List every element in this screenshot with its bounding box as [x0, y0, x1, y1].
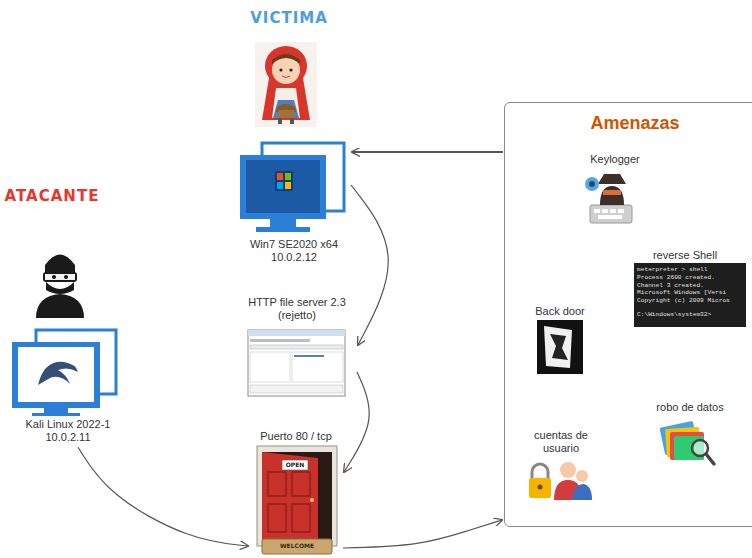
connector-arrow [352, 151, 503, 153]
terminal-line: Channel 3 created. [637, 282, 743, 290]
connector-arrow [344, 372, 369, 472]
threats-panel: AmenazasKeylogger reverse ShellBack door r… [504, 102, 752, 527]
role-label: VICTIMA [241, 9, 337, 27]
attacker-computer [12, 330, 116, 416]
door-mat: WELCOME [264, 542, 330, 549]
terminal-line: Process 2600 created. [637, 274, 743, 282]
data-theft-icon [659, 421, 714, 464]
threat-item: Keylogger [575, 153, 655, 224]
node-label: robo de datos [635, 401, 745, 414]
attacker-figure [36, 255, 84, 319]
node-label: Puerto 80 / tcp [251, 430, 341, 443]
terminal-line: Copyright (c) 2009 Micros [637, 297, 743, 305]
door-picture [257, 446, 337, 554]
node-label: cuentas de usuario [531, 429, 591, 454]
connector-arrow [351, 185, 388, 345]
threat-item: reverse Shell [627, 249, 743, 264]
node-label: reverse Shell [629, 249, 741, 262]
terminal-line: C:\Windows\system32> [637, 311, 743, 319]
node-label: Kali Linux 2022-1 [9, 418, 127, 431]
port-door: Puerto 80 / tcp [250, 430, 342, 557]
node-label: Win7 SE2020 x64 [239, 238, 349, 251]
victim-figure [255, 42, 317, 127]
terminal-screenshot: meterpreter > shellProcess 2600 created.… [634, 263, 746, 327]
backdoor-icon [537, 320, 583, 374]
threat-item: robo de datos [633, 401, 747, 464]
panel-title: Amenazas [535, 113, 735, 134]
keylogger-icon [585, 174, 632, 223]
node-label: Keylogger [576, 153, 654, 166]
node-label: 10.0.2.11 [9, 431, 127, 444]
threat-item: cuentas de usuario [523, 429, 599, 500]
connector-arrow [78, 447, 248, 546]
user-accounts-icon [529, 462, 592, 500]
victim-computer [240, 143, 344, 232]
victim-computer: Win7 SE2020 x6410.0.2.12 [238, 140, 350, 265]
node-label: HTTP file server 2.3 (rejetto) [241, 296, 353, 321]
role-label: ATACANTE [2, 187, 102, 205]
threat-item: Back door [517, 305, 603, 374]
terminal-line: Microsoft Windows [Versi [637, 289, 743, 297]
terminal-line: meterpreter > shell [637, 266, 743, 274]
door-sign: OPEN [282, 461, 308, 468]
server-box: HTTP file server 2.3 (rejetto) [238, 296, 356, 397]
connector-arrow [343, 520, 502, 548]
node-label: Back door [518, 305, 602, 318]
node-label: 10.0.2.12 [239, 251, 349, 264]
server-screenshot [248, 330, 345, 396]
attacker-computer: Kali Linux 2022-110.0.2.11 [8, 326, 128, 445]
